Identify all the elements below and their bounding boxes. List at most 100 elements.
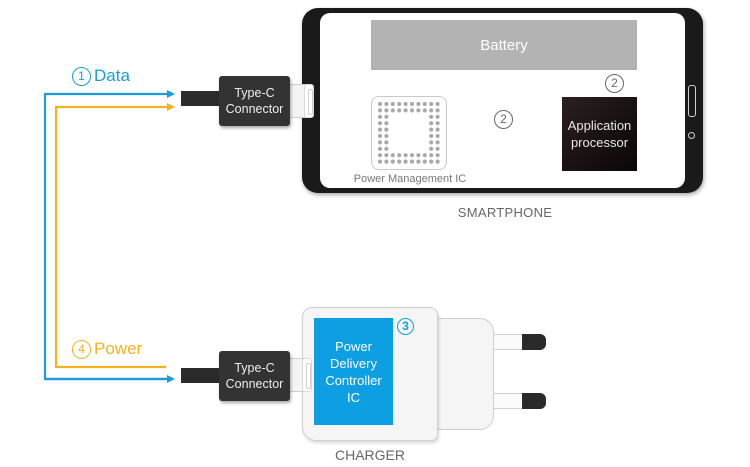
application-processor-block: Application processor (562, 97, 637, 171)
charger-type-c-connector: Type-C Connector (219, 351, 290, 401)
pd-controller-ic-block: Power Delivery Controller IC (314, 318, 393, 425)
pmic-pin (403, 153, 408, 158)
pmic-pin (416, 153, 421, 158)
pd-ic-line3: Controller (325, 372, 382, 388)
pd-ic-line4: IC (346, 389, 360, 405)
phone-cable-plug (181, 91, 221, 106)
power-flow-text: Power (94, 339, 143, 358)
pmic-pin (435, 140, 440, 145)
pmic-pin (429, 108, 434, 113)
pmic-pin (429, 101, 434, 107)
step-4-badge: 4 (72, 339, 91, 359)
pmic-pin (403, 101, 408, 107)
pmic-pin (397, 101, 402, 107)
power-flow-label: 4 Power (72, 339, 142, 359)
pmic-pin (422, 153, 427, 158)
pmic-pin (435, 159, 440, 164)
pmic-pin (429, 121, 434, 126)
ap-label-line1: Application (567, 118, 632, 133)
battery-label: Battery (480, 36, 528, 54)
battery-block: Battery (371, 20, 637, 70)
step-3-badge: 3 (397, 318, 414, 335)
pmic-pin (429, 133, 434, 139)
pmic-pin (422, 108, 427, 113)
pmic-pin (384, 114, 389, 119)
pmic-pin-grid (377, 101, 440, 164)
pmic-pin (384, 101, 389, 107)
pmic-pin (435, 101, 440, 107)
pmic-pin (397, 108, 402, 113)
pmic-pin (397, 159, 402, 164)
pmic-pin (435, 121, 440, 126)
pmic-pin (403, 108, 408, 113)
phone-sensor-icon (688, 132, 695, 139)
charger-connector-line1: Type-C (234, 361, 275, 375)
pmic-pin (429, 114, 434, 119)
pmic-pin (435, 146, 440, 151)
phone-connector-line1: Type-C (234, 86, 275, 100)
pmic-pin (435, 114, 440, 119)
charger-cable-plug (181, 368, 221, 383)
pmic-pin (390, 101, 395, 107)
pmic-label: Power Management IC (353, 173, 467, 185)
pmic-pin (429, 146, 434, 151)
pmic-pin (435, 108, 440, 113)
pmic-pin (377, 146, 383, 151)
pmic-pin (377, 153, 383, 158)
pmic-pin (416, 101, 421, 107)
pd-ic-line1: Power (335, 338, 372, 354)
pmic-pin (403, 159, 408, 164)
pmic-pin (377, 114, 383, 119)
phone-type-c-connector: Type-C Connector (219, 76, 290, 126)
pmic-pin (377, 101, 383, 107)
pmic-pin (384, 108, 389, 113)
pmic-pin (390, 153, 395, 158)
charger-prong-top-tip (522, 334, 546, 350)
charger-label: CHARGER (334, 447, 405, 463)
pmic-pin (377, 108, 383, 113)
pmic-pin (409, 108, 415, 113)
pmic-pin (390, 108, 395, 113)
pmic-pin (429, 159, 434, 164)
pmic-pin (384, 133, 389, 139)
pmic-pin (429, 140, 434, 145)
charger-prong-top-base (493, 334, 523, 350)
phone-side-button-icon (688, 85, 696, 117)
pmic-pin (384, 146, 389, 151)
charger-rear-body (437, 318, 494, 430)
pmic-pin (409, 153, 415, 158)
pmic-pin (435, 133, 440, 139)
pmic-pin (435, 127, 440, 132)
pmic-pin (384, 121, 389, 126)
pmic-pin (377, 127, 383, 132)
data-cable-line (43, 90, 175, 381)
charger-prong-bottom-tip (522, 393, 546, 409)
step-2-badge-battery-ap: 2 (605, 74, 624, 93)
charger-usb-port-icon (302, 358, 312, 392)
pmic-pin (416, 108, 421, 113)
pmic-pin (390, 159, 395, 164)
pmic-pin (384, 140, 389, 145)
step-2-badge-pmic-ap: 2 (494, 110, 513, 129)
power-cable-line (54, 103, 175, 369)
pmic-pin (384, 153, 389, 158)
ap-label-line2: processor (570, 135, 629, 150)
pmic-chip-icon (371, 96, 447, 170)
pmic-pin (429, 127, 434, 132)
smartphone-label: SMARTPHONE (457, 205, 553, 220)
phone-connector-line2: Connector (225, 102, 284, 116)
pmic-pin (377, 121, 383, 126)
pmic-pin (377, 133, 383, 139)
step-1-badge: 1 (72, 66, 91, 86)
pmic-pin (416, 159, 421, 164)
pmic-pin (397, 153, 402, 158)
pmic-pin (435, 153, 440, 158)
charger-prong-bottom-base (493, 393, 523, 409)
pmic-pin (409, 101, 415, 107)
phone-usb-port-icon (304, 84, 314, 118)
charger-connector-line2: Connector (225, 377, 284, 391)
data-flow-label: 1 Data (72, 66, 130, 86)
pmic-pin (422, 159, 427, 164)
pmic-pin (429, 153, 434, 158)
pmic-pin (377, 159, 383, 164)
